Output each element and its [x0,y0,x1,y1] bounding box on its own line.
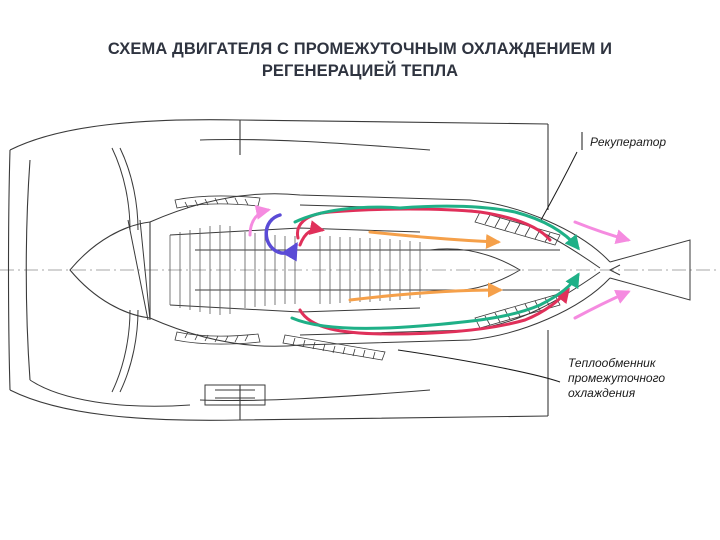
diagram-title: СХЕМА ДВИГАТЕЛЯ С ПРОМЕЖУТОЧНЫМ ОХЛАЖДЕН… [0,38,720,82]
title-line-1: СХЕМА ДВИГАТЕЛЯ С ПРОМЕЖУТОЧНЫМ ОХЛАЖДЕН… [107,40,613,58]
compressor-stages [169,225,421,315]
intercooler-label: Теплообменник промежуточного охлаждения [568,356,665,401]
recuperator-label: Рекуператор [590,135,667,149]
core-flow-arrow-top [368,230,501,249]
exhaust-arrow-top [573,220,631,245]
intercooler-label-line-2: промежуточного [568,371,666,385]
compressor-arrow [264,213,298,262]
intercooler-panels [174,195,386,361]
flow-arrows [248,204,631,336]
hot-gas-arrow-top [295,207,552,242]
intercooler-label-line-1: Теплообменник [568,356,656,370]
heated-air-arrow-bottom [290,272,580,330]
core-flow-arrow-bottom [348,282,503,302]
intercooler-label-line-3: охлаждения [568,386,636,400]
fan-blades [111,147,151,393]
exhaust-arrow-bottom [573,290,631,320]
nose-cone [69,221,151,319]
nacelle-outline [7,119,549,421]
accessory-gearbox [29,379,266,407]
label-leaders [397,132,583,383]
title-line-2: РЕГЕНЕРАЦИЕЙ ТЕПЛА [261,62,459,80]
heated-air-arrow-top [293,204,580,251]
intercooler-exit-arrow [248,205,271,237]
hot-gas-arrow-bottom [298,287,570,336]
